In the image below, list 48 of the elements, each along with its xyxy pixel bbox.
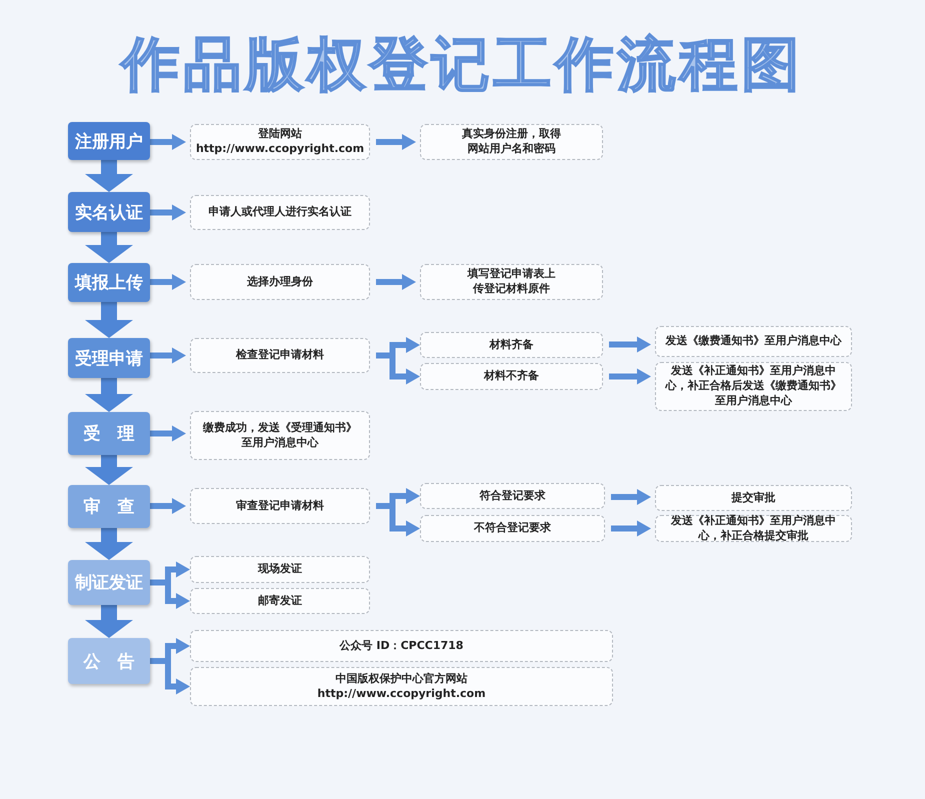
arrow bbox=[609, 368, 651, 384]
step-box: 中国版权保护中心官方网站 http://www.ccopyright.com bbox=[190, 667, 613, 706]
arrow bbox=[611, 520, 651, 536]
step-box: 不符合登记要求 bbox=[420, 515, 605, 542]
down-arrow bbox=[85, 455, 133, 485]
step-box: 申请人或代理人进行实名认证 bbox=[190, 195, 370, 230]
arrow bbox=[150, 348, 186, 364]
down-arrow bbox=[85, 528, 133, 560]
down-arrow bbox=[85, 605, 133, 638]
stage-box: 受理 bbox=[68, 412, 150, 455]
step-box: 真实身份注册，取得网站用户名和密码 bbox=[420, 124, 603, 160]
step-box: 提交审批 bbox=[655, 485, 852, 511]
stage-box: 审查 bbox=[68, 485, 150, 528]
step-box: 填写登记申请表上传登记材料原件 bbox=[420, 264, 603, 300]
stage-box: 公告 bbox=[68, 638, 150, 684]
arrow bbox=[150, 204, 186, 220]
step-box: 发送《缴费通知书》至用户消息中心 bbox=[655, 326, 852, 357]
step-box: 发送《补正通知书》至用户消息中心，补正合格提交审批 bbox=[655, 515, 852, 542]
arrow bbox=[150, 426, 186, 442]
step-box: 审查登记申请材料 bbox=[190, 488, 370, 524]
down-arrow bbox=[85, 302, 133, 338]
step-box: 发送《补正通知书》至用户消息中心，补正合格后发送《缴费通知书》至用户消息中心 bbox=[655, 362, 852, 411]
step-box: 缴费成功，发送《受理通知书》至用户消息中心 bbox=[190, 411, 370, 460]
arrow bbox=[376, 134, 416, 150]
stage-box: 受理申请 bbox=[68, 338, 150, 378]
stage-box: 注册用户 bbox=[68, 122, 150, 160]
arrow bbox=[150, 498, 186, 514]
arrow bbox=[376, 274, 416, 290]
stage-box: 制证发证 bbox=[68, 560, 150, 605]
step-box: 登陆网站 http://www.ccopyright.com bbox=[190, 124, 370, 160]
step-box: 检查登记申请材料 bbox=[190, 338, 370, 373]
down-arrow bbox=[85, 160, 133, 192]
arrow bbox=[609, 336, 651, 352]
arrow bbox=[150, 274, 186, 290]
down-arrow bbox=[85, 232, 133, 263]
arrow bbox=[611, 489, 651, 505]
step-box: 邮寄发证 bbox=[190, 588, 370, 614]
step-box: 材料不齐备 bbox=[420, 363, 603, 390]
stage-box: 实名认证 bbox=[68, 192, 150, 232]
title: 作品版权登记工作流程图 bbox=[118, 29, 804, 100]
stage-box: 填报上传 bbox=[68, 263, 150, 302]
down-arrow bbox=[85, 378, 133, 412]
arrow bbox=[150, 134, 186, 150]
step-box: 公众号 ID：CPCC1718 bbox=[190, 630, 613, 662]
step-box: 材料齐备 bbox=[420, 332, 603, 358]
step-box: 选择办理身份 bbox=[190, 264, 370, 300]
step-box: 现场发证 bbox=[190, 556, 370, 583]
step-box: 符合登记要求 bbox=[420, 483, 605, 509]
